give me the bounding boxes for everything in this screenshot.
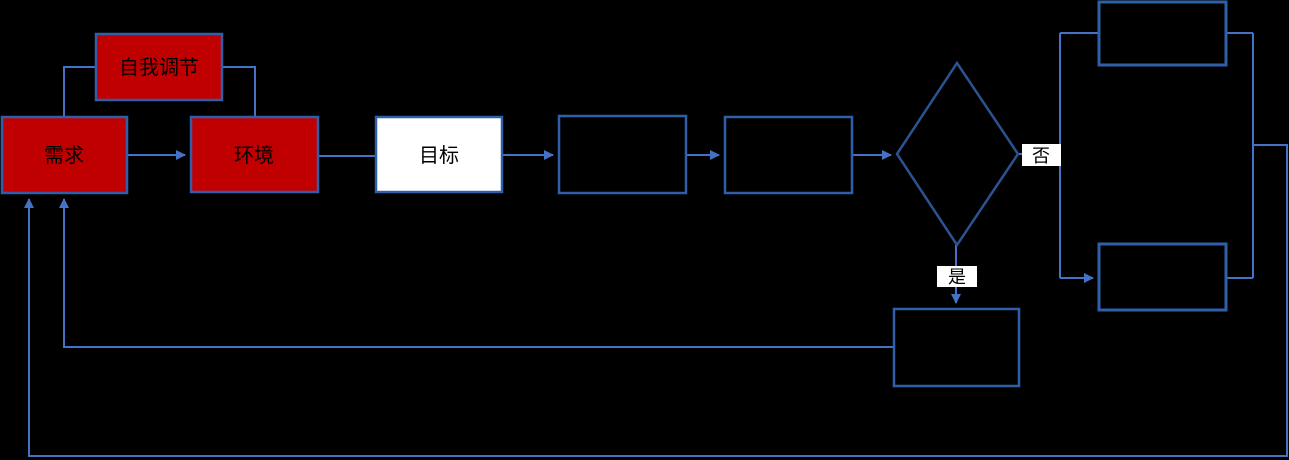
node-need: 需求 bbox=[0, 115, 129, 195]
connector-outer-feedback-to-need bbox=[24, 144, 1288, 457]
branch-label-no-bg bbox=[1022, 144, 1061, 166]
node-environment-shape bbox=[189, 115, 320, 194]
branch-label-no: 否 bbox=[1022, 144, 1061, 166]
connector-selfregulation-environment bbox=[222, 66, 256, 117]
connector-need-selfregulation bbox=[63, 66, 96, 117]
node-goal-label: 目标 bbox=[419, 144, 459, 167]
node-self-regulation-shape bbox=[94, 32, 224, 102]
branch-label-yes-text: 是 bbox=[948, 267, 966, 287]
node-goal-shape bbox=[374, 115, 504, 194]
branch-label-yes-bg bbox=[937, 266, 977, 287]
node-need-label: 需求 bbox=[44, 144, 84, 167]
node-need-shape bbox=[0, 115, 129, 195]
connectors bbox=[24, 32, 1288, 457]
branch-label-no-text: 否 bbox=[1032, 146, 1050, 166]
node-outcome-bottom-shape bbox=[1097, 242, 1228, 312]
node-step1 bbox=[557, 114, 688, 195]
node-decision bbox=[895, 60, 1020, 248]
node-environment-label: 环境 bbox=[234, 144, 274, 167]
node-yes-result-shape bbox=[892, 307, 1021, 388]
node-step1-shape bbox=[557, 114, 688, 195]
node-outcome-bottom bbox=[1097, 242, 1228, 312]
node-self-regulation-label: 自我调节 bbox=[119, 56, 199, 79]
branch-labels: 否 是 bbox=[937, 144, 1061, 287]
node-outcome-top bbox=[1097, 0, 1228, 67]
node-goal: 目标 bbox=[374, 115, 504, 194]
node-yes-result bbox=[892, 307, 1021, 388]
node-environment: 环境 bbox=[189, 115, 320, 194]
node-outcome-top-shape bbox=[1097, 0, 1228, 67]
node-step2 bbox=[723, 115, 854, 195]
node-step2-shape bbox=[723, 115, 854, 195]
connector-yesresult-feedback-to-need bbox=[59, 198, 894, 348]
node-decision-shape bbox=[895, 60, 1020, 248]
node-self-regulation: 自我调节 bbox=[94, 32, 224, 102]
branch-label-yes: 是 bbox=[937, 266, 977, 287]
nodes: 自我调节 需求 环境 目标 bbox=[0, 0, 1228, 388]
